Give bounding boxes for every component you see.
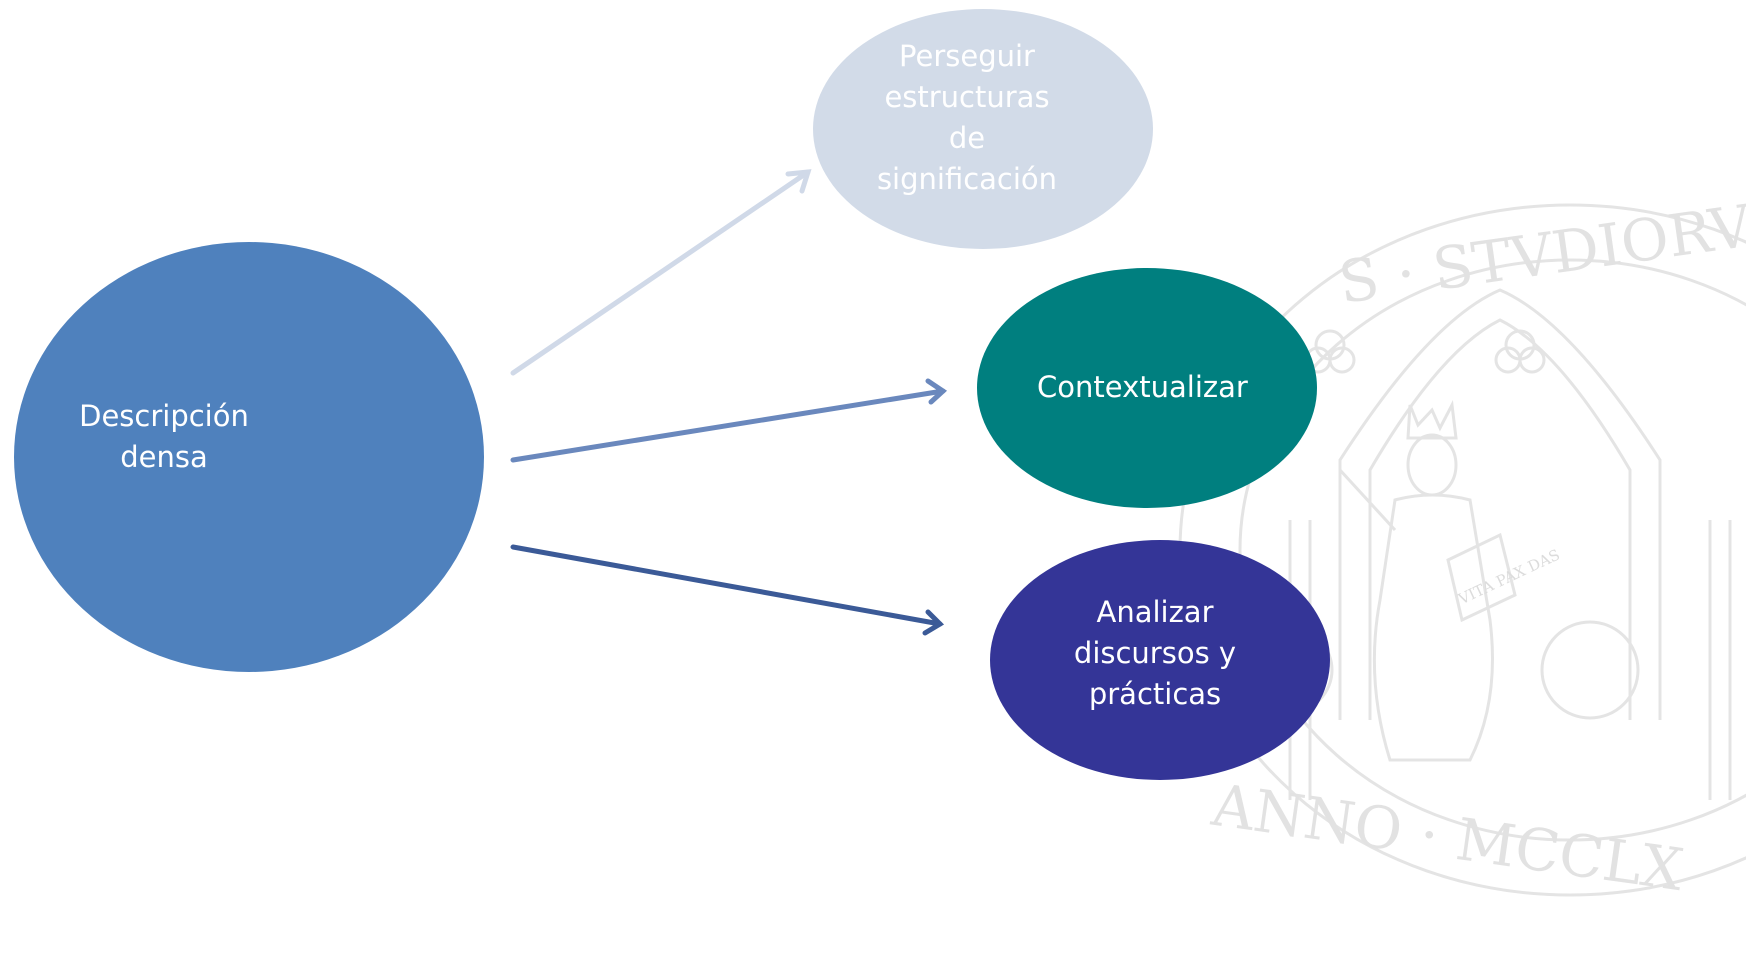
main-node-descripcion-densa: Descripción densa	[14, 242, 484, 672]
arrow-to-contextualizar	[510, 378, 948, 463]
seal-bottom-text: ANNO · MCCLX	[1207, 771, 1688, 900]
target-node-label: Contextualizar	[1037, 369, 1248, 404]
target-node-perseguir: Perseguir estructuras de significación	[813, 9, 1153, 249]
target-node-label: Analizar discursos y prácticas	[1073, 594, 1237, 711]
arrow-to-perseguir	[510, 169, 812, 376]
main-node-label: Descripción densa	[79, 399, 249, 474]
target-node-contextualizar: Contextualizar	[977, 268, 1317, 508]
seal-book-text: VITA PAX DAS	[1455, 546, 1563, 609]
target-node-label: Perseguir estructuras de significación	[876, 39, 1058, 196]
seal-top-text: S · STVDIORVM	[1334, 200, 1746, 317]
target-node-analizar: Analizar discursos y prácticas	[990, 540, 1330, 780]
arrow-to-analizar	[510, 544, 945, 636]
